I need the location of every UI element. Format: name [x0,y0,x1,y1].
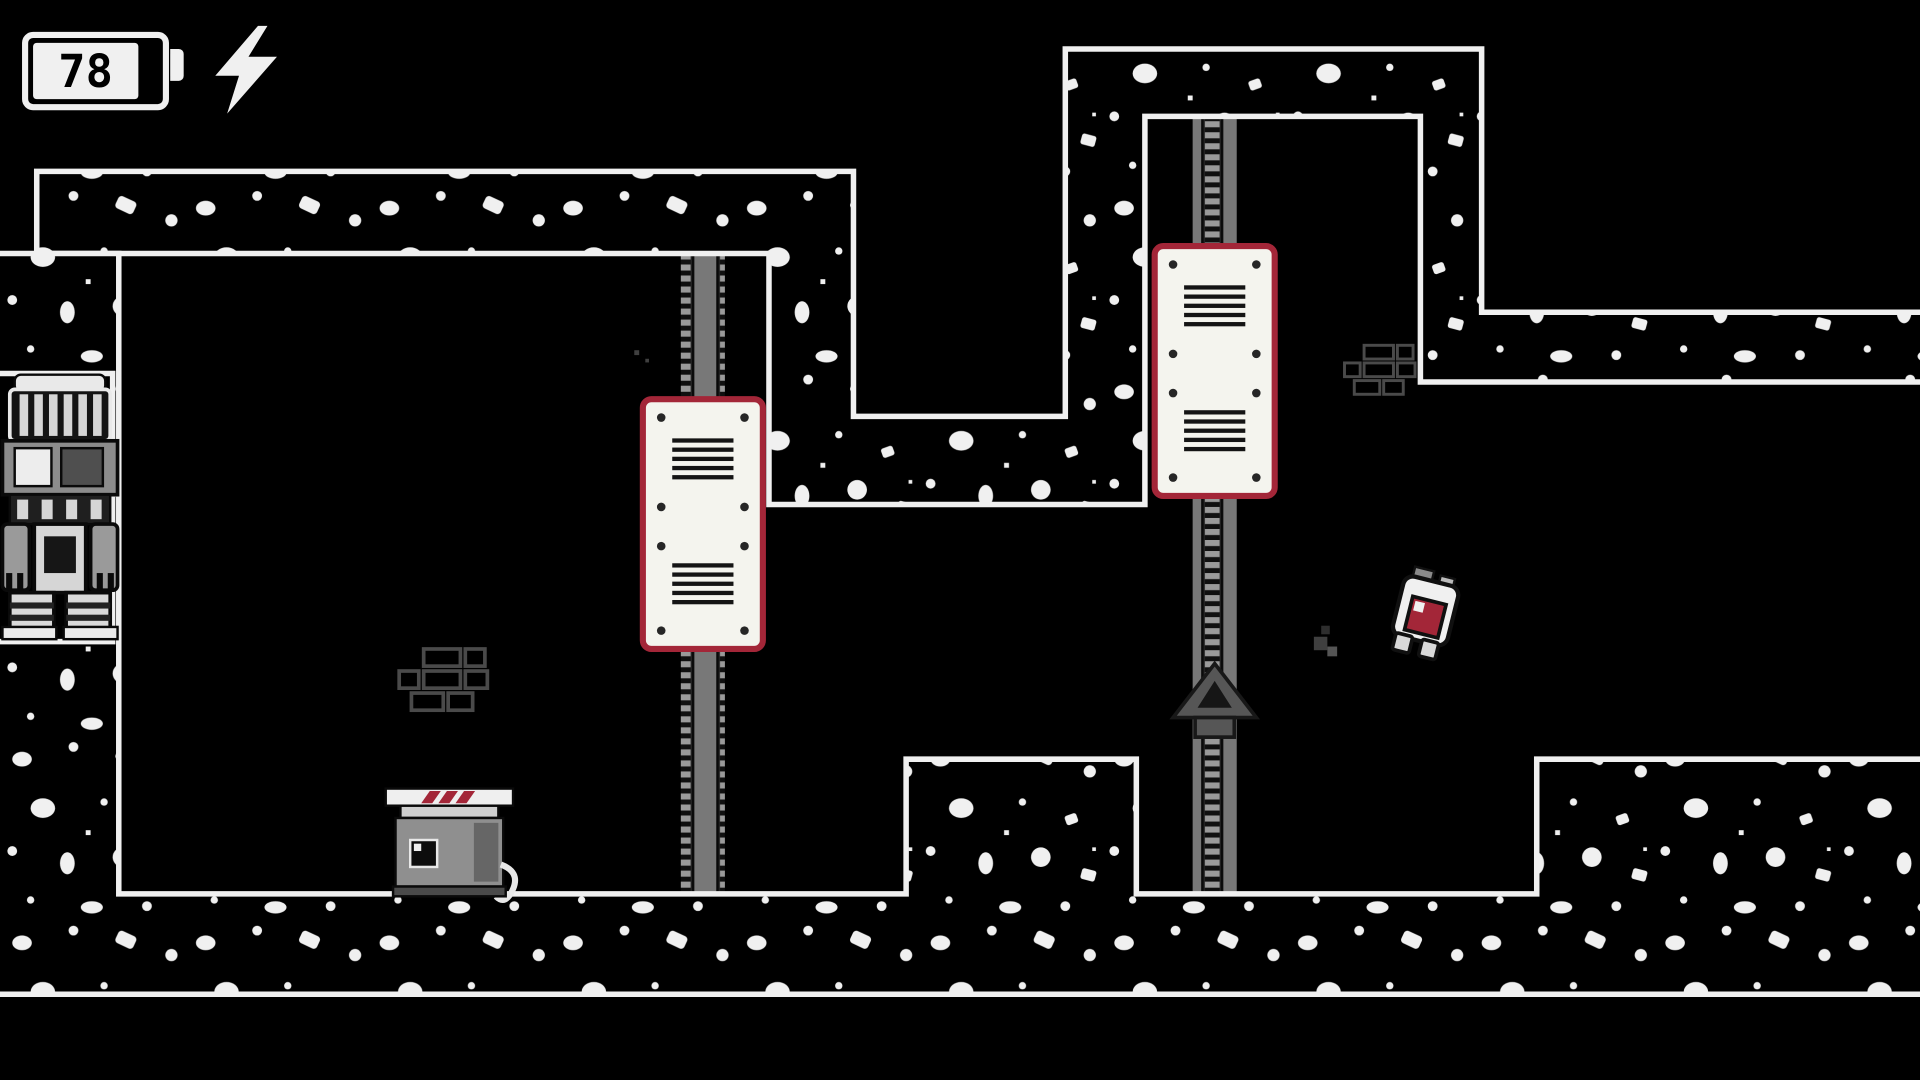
player-visor [1402,594,1449,641]
debris-pixels [634,350,649,363]
mech-head-slats [19,394,102,436]
elevator-platform-2 [1155,246,1275,496]
mech-cockpit-window [44,536,76,574]
hazard-marks [421,791,476,804]
brick-decal-2 [1343,343,1417,396]
terrain-walls [0,46,1920,998]
mech-leg-left [7,590,56,632]
up-arrow-indicator [1169,660,1261,739]
wall-upper [33,46,1920,508]
mech-leg-right [64,590,113,632]
mech-suit-dock [0,373,120,641]
save-station [384,787,519,903]
elevator-rail-2 [1192,113,1237,898]
player-robot [1390,565,1461,662]
brick-decal-1 [397,647,490,713]
save-station-hose [493,861,519,903]
smoke-puff [1313,625,1338,657]
elevator-platform-1 [643,399,763,649]
